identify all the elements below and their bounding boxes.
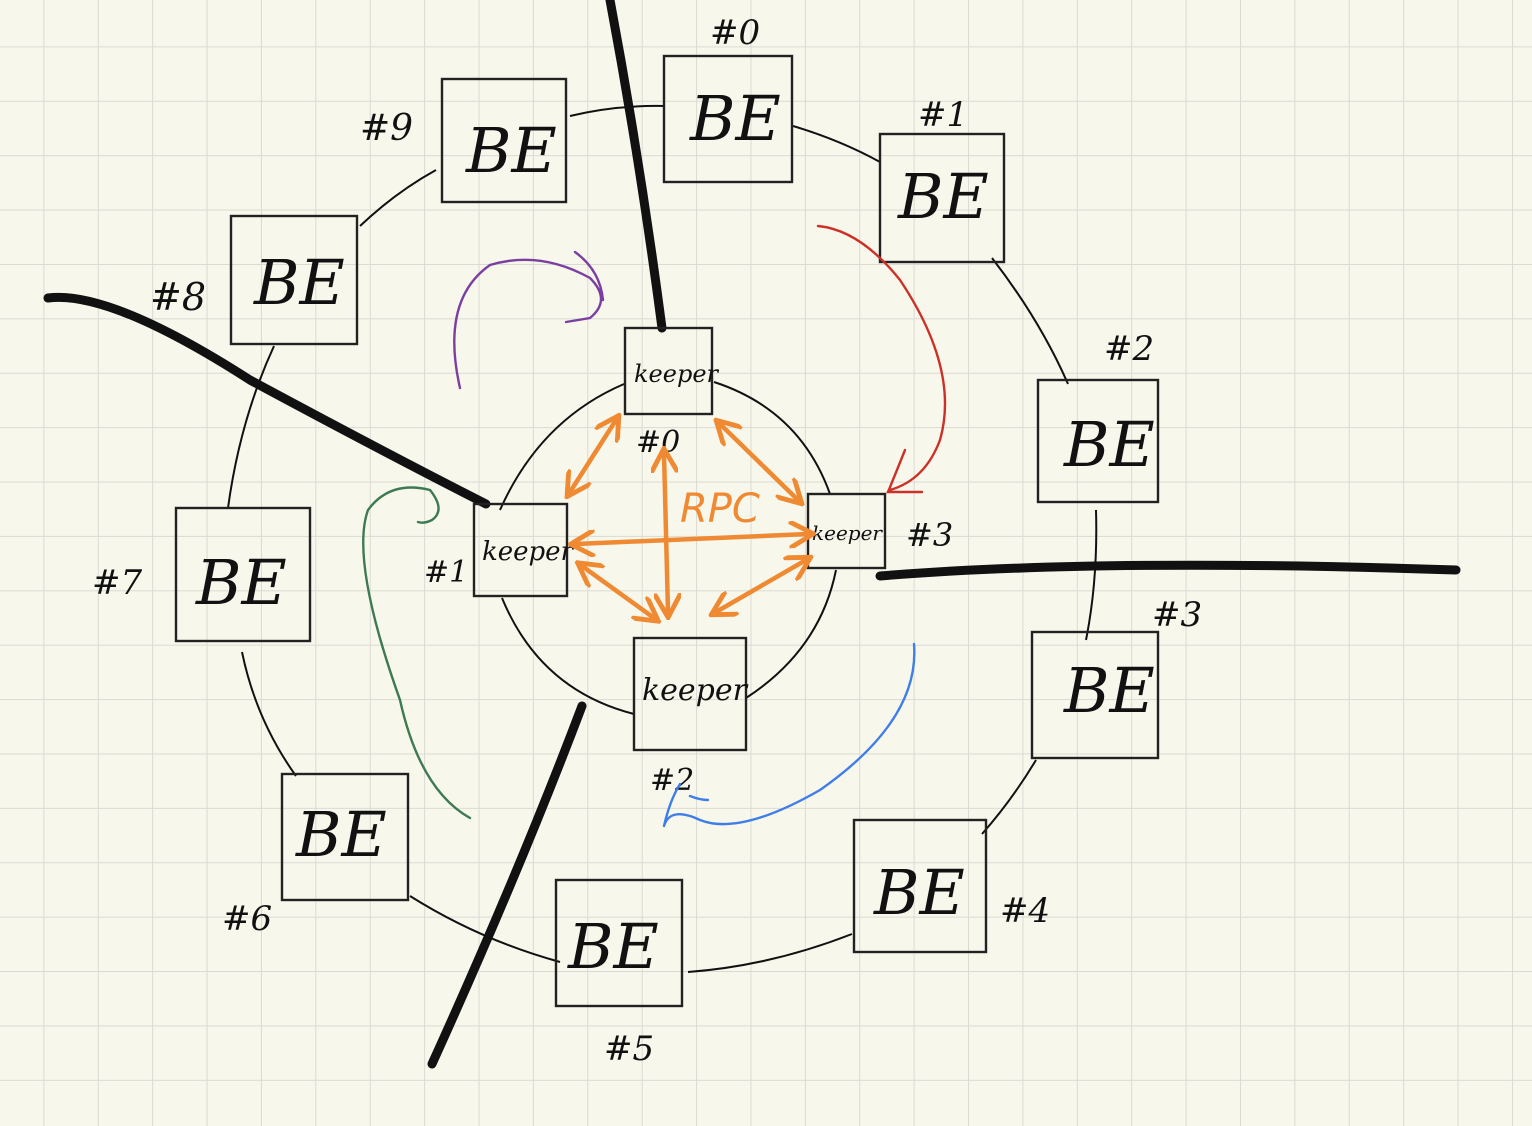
svg-text:#9: #9 [360,108,413,149]
purple-arrow [453,250,605,390]
svg-text:#3: #3 [906,516,953,554]
svg-text:BE: BE [873,856,965,929]
blue-arrow [662,642,916,828]
rpc-arrow-k1-k2 [582,566,654,618]
partition-line-top [605,0,667,333]
svg-text:keeper: keeper [634,360,720,388]
svg-text:#4: #4 [1000,891,1050,931]
rpc-mesh: RPC [570,420,808,618]
svg-text:BE: BE [567,910,659,983]
svg-text:BE: BE [897,160,989,233]
rpc-arrow-k1-k3 [576,534,808,544]
svg-text:keeper: keeper [812,521,883,545]
be-node-4[interactable]: BE #4 [852,818,1050,954]
link-be5-be6 [409,895,561,963]
be-nodes: BE #0 BE #1 BE #2 BE #3 BE #4 BE #5 [92,13,1202,1069]
be-node-9[interactable]: BE #9 [360,77,568,204]
svg-text:#1: #1 [918,95,968,135]
svg-text:#3: #3 [1152,595,1202,635]
svg-text:BE: BE [689,82,781,155]
svg-text:keeper: keeper [642,673,749,708]
rpc-arrow-k3-k2 [716,560,806,612]
link-be8-be9 [359,169,437,227]
outer-ring-links [227,104,1098,973]
svg-text:BE: BE [253,246,345,319]
be-node-3[interactable]: BE #3 [1030,595,1202,760]
svg-text:keeper: keeper [482,537,575,567]
svg-text:BE: BE [1063,408,1155,481]
rpc-arrow-k0-k2 [664,454,668,612]
keeper-node-2[interactable]: keeper #2 [632,636,749,798]
keeper-node-3[interactable]: keeper #3 [806,492,953,570]
link-be6-be7 [241,651,297,777]
inner-keeper-ring [499,381,837,715]
svg-text:BE: BE [1063,654,1155,727]
be-node-0[interactable]: BE #0 [662,13,794,184]
partition-line-bottom [427,701,587,1069]
green-arrow [362,486,472,820]
svg-text:#6: #6 [222,899,272,939]
svg-text:#1: #1 [424,555,468,590]
link-be2-be3 [1085,509,1098,641]
link-be4-be5 [687,933,853,973]
svg-text:#0: #0 [636,425,680,460]
svg-text:BE: BE [195,546,287,619]
keeper-nodes: keeper #0 keeper #1 keeper #2 keeper #3 [424,326,953,798]
svg-text:#8: #8 [150,275,206,319]
rpc-arrow-k0-k1 [570,420,616,492]
rpc-label: RPC [680,486,760,532]
keeper-node-0[interactable]: keeper #0 [623,326,720,460]
svg-text:#2: #2 [650,763,694,798]
svg-text:#0: #0 [710,13,760,53]
svg-text:#7: #7 [92,563,142,603]
partition-lines [43,0,1461,1069]
svg-text:#2: #2 [1104,329,1154,369]
be-node-8[interactable]: BE #8 [150,214,359,346]
svg-text:BE: BE [465,114,557,187]
link-be0-be1 [792,125,881,163]
be-node-6[interactable]: BE #6 [222,772,410,939]
link-be1-be2 [991,257,1069,385]
partition-line-right [875,560,1461,581]
red-arrow [816,224,947,494]
link-be9-be0 [569,104,666,117]
be-node-2[interactable]: BE #2 [1036,329,1160,504]
keeper-node-1[interactable]: keeper #1 [424,502,575,598]
link-be7-be8 [227,345,275,509]
be-node-5[interactable]: BE #5 [554,878,684,1069]
handoff-arrows [362,224,947,828]
be-node-7[interactable]: BE #7 [92,506,312,643]
partition-line-left [43,292,491,509]
svg-text:#5: #5 [604,1029,654,1069]
link-be3-be4 [981,759,1037,835]
be-node-1[interactable]: BE #1 [878,95,1006,264]
svg-text:BE: BE [295,798,387,871]
rpc-arrow-k0-k3 [720,424,798,500]
